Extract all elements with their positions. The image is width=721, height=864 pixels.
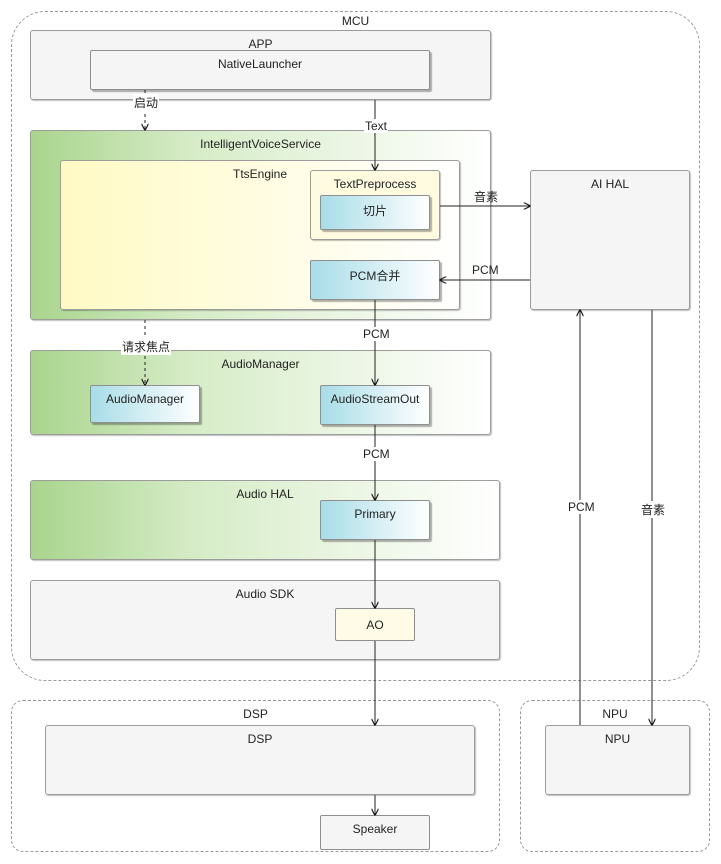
audio-stream-out-label: AudioStreamOut — [330, 392, 420, 406]
label-text: Text — [364, 119, 389, 133]
npu-layer-title: NPU — [604, 732, 631, 746]
dsp-layer: DSP — [45, 725, 475, 795]
primary-node[interactable]: Primary — [320, 500, 430, 540]
ao-label: AO — [366, 617, 384, 632]
label-launch: 启动 — [133, 94, 160, 111]
ao-node[interactable]: AO — [335, 608, 415, 641]
audio-sdk-title: Audio SDK — [235, 587, 295, 601]
audio-manager-layer-title: AudioManager — [221, 357, 300, 371]
app-layer-title: APP — [248, 37, 273, 51]
speaker-label: Speaker — [352, 822, 398, 836]
tts-engine-title: TtsEngine — [232, 167, 288, 181]
audio-stream-out-node[interactable]: AudioStreamOut — [320, 385, 430, 425]
native-launcher-label: NativeLauncher — [217, 57, 303, 71]
speaker-node[interactable]: Speaker — [320, 815, 430, 850]
ai-hal-title: AI HAL — [590, 177, 629, 191]
label-request-focus: 请求焦点 — [121, 338, 172, 355]
npu-region: NPU — [520, 700, 710, 852]
audio-manager-node[interactable]: AudioManager — [90, 385, 200, 423]
mcu-region: MCU — [11, 11, 700, 681]
label-pcm-to-stream-out: PCM — [362, 327, 391, 341]
ai-hal-layer: AI HAL — [530, 170, 690, 310]
primary-label: Primary — [354, 507, 396, 521]
label-phoneme-ai-hal-to-npu: 音素 — [640, 501, 667, 518]
audio-sdk-layer: Audio SDK — [30, 580, 500, 660]
dsp-region-title: DSP — [243, 707, 268, 721]
label-pcm-to-primary: PCM — [362, 447, 391, 461]
npu-layer: NPU — [545, 725, 690, 795]
label-pcm-npu-to-ai-hal: PCM — [567, 500, 596, 514]
intelligent-voice-service-title: IntelligentVoiceService — [200, 137, 321, 151]
audio-hal-title: Audio HAL — [236, 487, 294, 501]
qiepian-node[interactable]: 切片 — [320, 195, 430, 230]
audio-hal-layer: Audio HAL — [30, 480, 500, 560]
npu-region-title: NPU — [602, 707, 628, 721]
qiepian-label: 切片 — [362, 204, 387, 218]
label-phoneme-to-ai-hal: 音素 — [474, 190, 499, 204]
dsp-region: DSP — [11, 700, 500, 852]
mcu-region-title: MCU — [341, 14, 370, 28]
pcm-merge-node[interactable]: PCM合并 — [310, 260, 440, 300]
text-preprocess-title: TextPreprocess — [333, 177, 417, 191]
audio-manager-node-label: AudioManager — [105, 392, 185, 406]
label-pcm-from-ai-hal: PCM — [472, 263, 499, 277]
pcm-merge-label: PCM合并 — [349, 269, 401, 283]
dsp-layer-title: DSP — [247, 732, 273, 746]
native-launcher-node[interactable]: NativeLauncher — [90, 50, 430, 90]
